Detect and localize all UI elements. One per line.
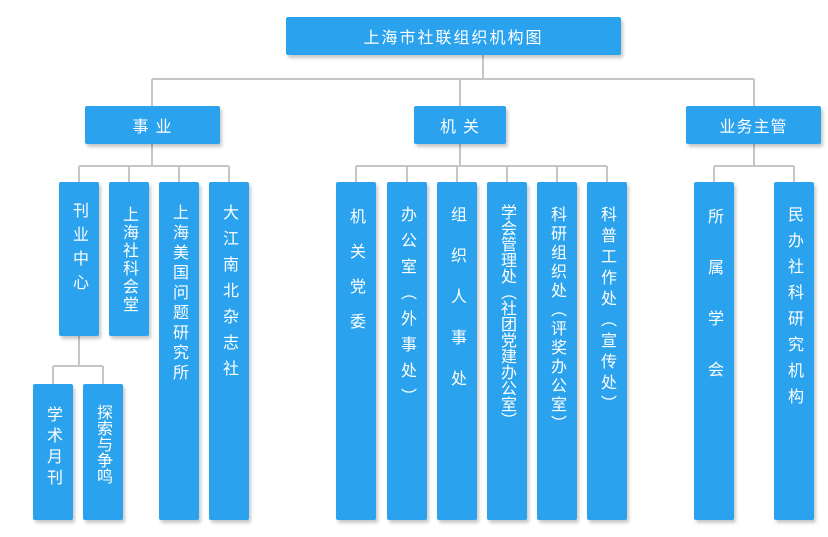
node-tansuo-yu-zhengming: 探索与争鸣 <box>83 384 123 520</box>
node-label: 组织人事处 <box>448 206 467 411</box>
node-shiye: 事 业 <box>85 106 220 144</box>
node-zuzhi-renshichu: 组织人事处 <box>437 182 477 520</box>
node-xueshu-yuekan: 学术月刊 <box>33 384 73 520</box>
chart-title: 上海市社联组织机构图 <box>363 28 544 47</box>
node-label: 机 关 <box>439 117 481 136</box>
node-label: 大江南北杂志社 <box>220 204 239 386</box>
node-label: 所 属 学 会 <box>705 208 724 385</box>
node-yewu-zhuguan: 业务主管 <box>686 106 821 144</box>
node-xuehui-guanlichu: 学会管理处（社团党建办公室） <box>487 182 527 520</box>
node-jiguan-dangwei: 机 关 党 委 <box>336 182 376 520</box>
node-label: 上海社科会堂 <box>120 206 139 314</box>
node-label: 科研组织处（评奖办公室） <box>548 206 567 434</box>
node-label: 探索与争鸣 <box>94 404 113 484</box>
node-dajiang-nanbei-zazhishe: 大江南北杂志社 <box>209 182 249 520</box>
node-label: 刊业中心 <box>70 202 89 298</box>
node-label: 科普工作处（宣传处） <box>598 206 617 416</box>
node-label: 学术月刊 <box>44 406 63 490</box>
node-label: 民办社科研究机构 <box>785 206 804 414</box>
node-jiguan: 机 关 <box>414 106 506 144</box>
node-kanye-zhongxin: 刊业中心 <box>59 182 99 336</box>
node-label: 业务主管 <box>719 117 788 136</box>
node-minban-sheke-jigou: 民办社科研究机构 <box>774 182 814 520</box>
node-label: 上海美国问题研究所 <box>170 204 189 384</box>
node-meiguo-wenti-yanjiusuo: 上海美国问题研究所 <box>159 182 199 520</box>
node-shanghai-sheke-huitang: 上海社科会堂 <box>109 182 149 336</box>
node-bangongshi: 办公室（外事处） <box>387 182 427 520</box>
node-kepu-gongzuochu: 科普工作处（宣传处） <box>587 182 627 520</box>
node-label: 机 关 党 委 <box>347 208 366 329</box>
chart-title-box: 上海市社联组织机构图 <box>286 17 621 55</box>
node-suoshu-xuehui: 所 属 学 会 <box>694 182 734 520</box>
node-keyan-zuzhichu: 科研组织处（评奖办公室） <box>537 182 577 520</box>
node-label: 办公室（外事处） <box>398 206 417 414</box>
node-label: 学会管理处（社团党建办公室） <box>498 204 517 428</box>
node-label: 事 业 <box>132 117 173 136</box>
